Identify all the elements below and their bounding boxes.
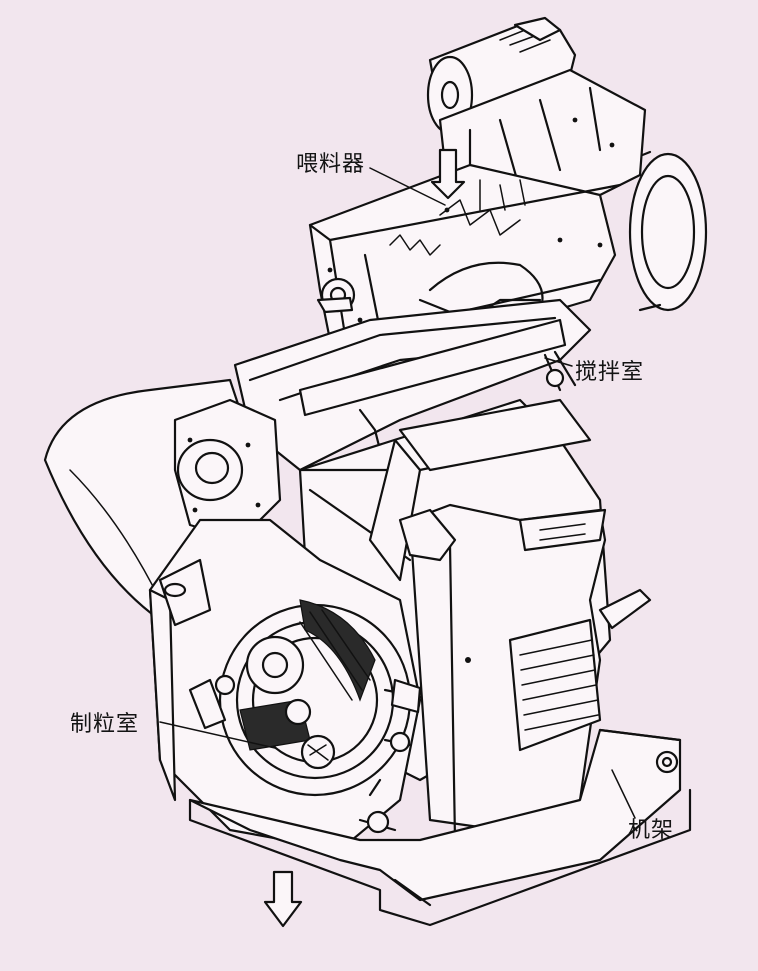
- label-feeder: 喂料器: [296, 152, 366, 177]
- motor-coil: [508, 618, 602, 752]
- feed-in-arrow: [430, 148, 466, 200]
- leader-mixing: [544, 357, 573, 367]
- leader-pellet: [159, 721, 276, 749]
- feeder-motor: [426, 16, 577, 135]
- leader-lines: [159, 167, 636, 819]
- feeder-bolts: [327, 117, 615, 323]
- leader-feeder: [369, 167, 446, 206]
- adjusting-handle: [598, 588, 652, 630]
- leader-frame: [611, 769, 636, 819]
- label-pelleting-chamber: 制粒室: [70, 712, 140, 737]
- pelleting-door: [148, 518, 422, 852]
- output-arrow: [263, 870, 303, 928]
- label-mixing-chamber: 搅拌室: [575, 360, 645, 385]
- belt-guard: [398, 503, 607, 853]
- bearing-cap: [173, 398, 282, 542]
- base-frame: [188, 728, 692, 927]
- drive-pulley: [628, 150, 708, 312]
- label-frame: 机架: [628, 818, 675, 843]
